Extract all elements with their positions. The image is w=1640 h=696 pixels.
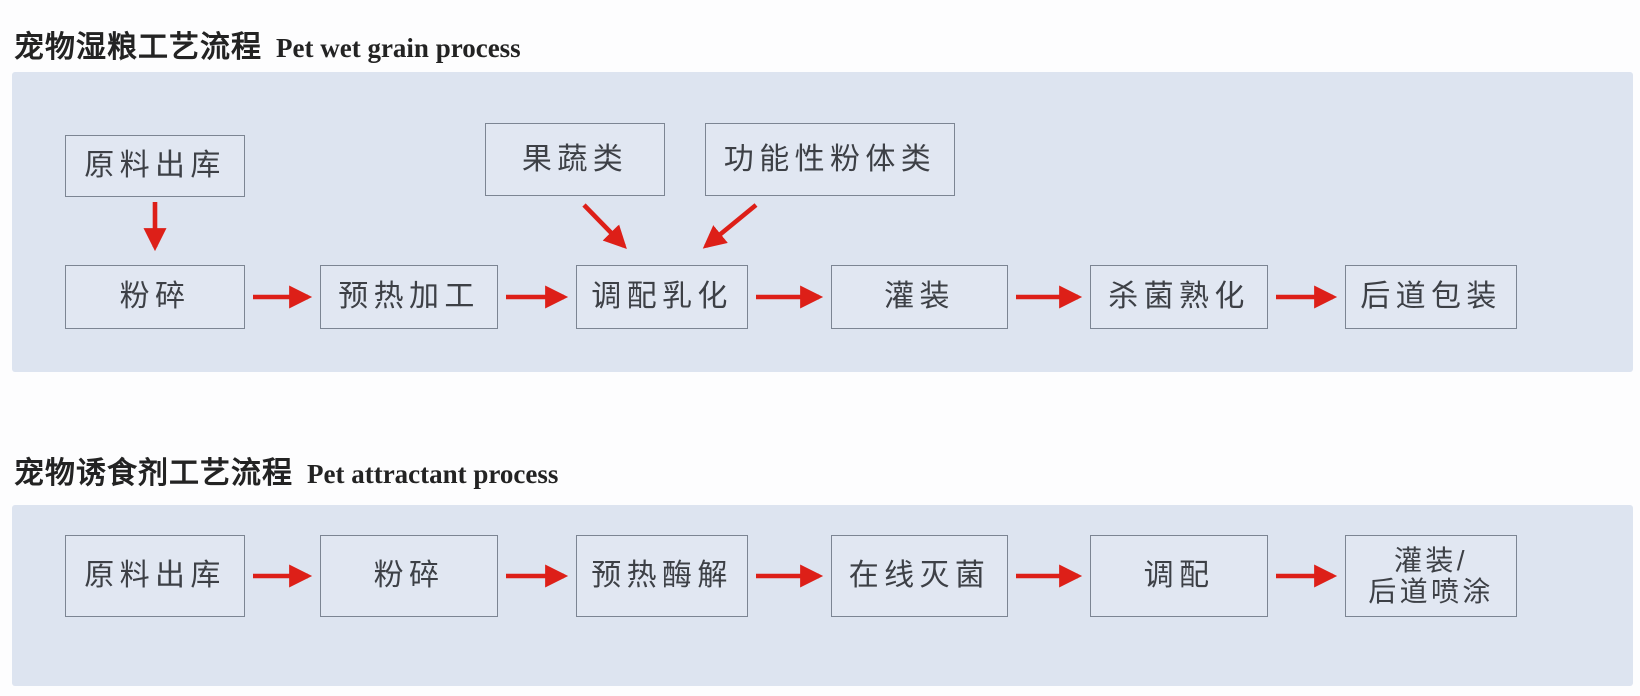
- flow1-title: 宠物湿粮工艺流程 Pet wet grain process: [14, 22, 521, 66]
- flow2-title: 宠物诱食剂工艺流程 Pet attractant process: [14, 448, 558, 492]
- flow1-node-source-label: 原料出库: [84, 149, 226, 183]
- flow1-panel: 原料出库 果蔬类 功能性粉体类 粉碎 预热加工 调配乳化 灌装 杀菌熟化 后道包…: [12, 72, 1633, 372]
- flow1-node-step6: 后道包装: [1345, 265, 1517, 329]
- flow1-node-input1: 果蔬类: [485, 123, 665, 196]
- flow1-node-step3: 调配乳化: [576, 265, 748, 329]
- flow1-node-source: 原料出库: [65, 135, 245, 197]
- flow1-title-zh: 宠物湿粮工艺流程: [14, 31, 262, 64]
- flow1-node-step4: 灌装: [831, 265, 1008, 329]
- arrow-input2-to-step3: [702, 203, 758, 249]
- flow2-node-step2-label: 粉碎: [373, 559, 445, 593]
- flow2-node-step4-label: 在线灭菌: [848, 559, 991, 593]
- flow2-node-step4: 在线灭菌: [831, 535, 1008, 617]
- flow1-node-step4-label: 灌装: [884, 280, 955, 314]
- flow2-node-step6-line1: 灌装/: [1394, 544, 1468, 576]
- arrow-input1-to-step3: [582, 203, 627, 249]
- flow2-node-step6: 灌装/ 后道喷涂: [1345, 535, 1517, 617]
- flow1-node-input2: 功能性粉体类: [705, 123, 955, 196]
- flow2-node-step1-label: 原料出库: [84, 559, 226, 593]
- flow1-node-step5-label: 杀菌熟化: [1108, 280, 1250, 314]
- flow2-node-step5: 调配: [1090, 535, 1268, 617]
- flow1-node-step2-label: 预热加工: [338, 280, 480, 314]
- flow2-node-step6-label: 灌装/ 后道喷涂: [1368, 545, 1493, 608]
- flow2-title-en: Pet attractant process: [307, 459, 559, 489]
- flow1-node-step3-label: 调配乳化: [591, 280, 733, 314]
- flow2-node-step5-label: 调配: [1143, 559, 1215, 593]
- flow1-node-input2-label: 功能性粉体类: [723, 142, 937, 176]
- flow1-node-step2: 预热加工: [320, 265, 498, 329]
- flow2-node-step3: 预热酶解: [576, 535, 748, 617]
- flow1-node-step1-label: 粉碎: [119, 280, 191, 314]
- flow1-node-step5: 杀菌熟化: [1090, 265, 1268, 329]
- flow1-node-step1: 粉碎: [65, 265, 245, 329]
- flow2-panel: 原料出库 粉碎 预热酶解 在线灭菌 调配 灌装/ 后道喷涂: [12, 505, 1633, 686]
- flow1-title-en: Pet wet grain process: [276, 33, 521, 63]
- flow1-node-step6-label: 后道包装: [1360, 280, 1502, 314]
- flow2-title-zh: 宠物诱食剂工艺流程: [14, 457, 293, 490]
- flow2-node-step6-line2: 后道喷涂: [1368, 576, 1494, 607]
- flow2-node-step2: 粉碎: [320, 535, 498, 617]
- flow2-node-step3-label: 预热酶解: [591, 559, 733, 593]
- flow2-node-step1: 原料出库: [65, 535, 245, 617]
- flow1-node-input1-label: 果蔬类: [521, 142, 629, 176]
